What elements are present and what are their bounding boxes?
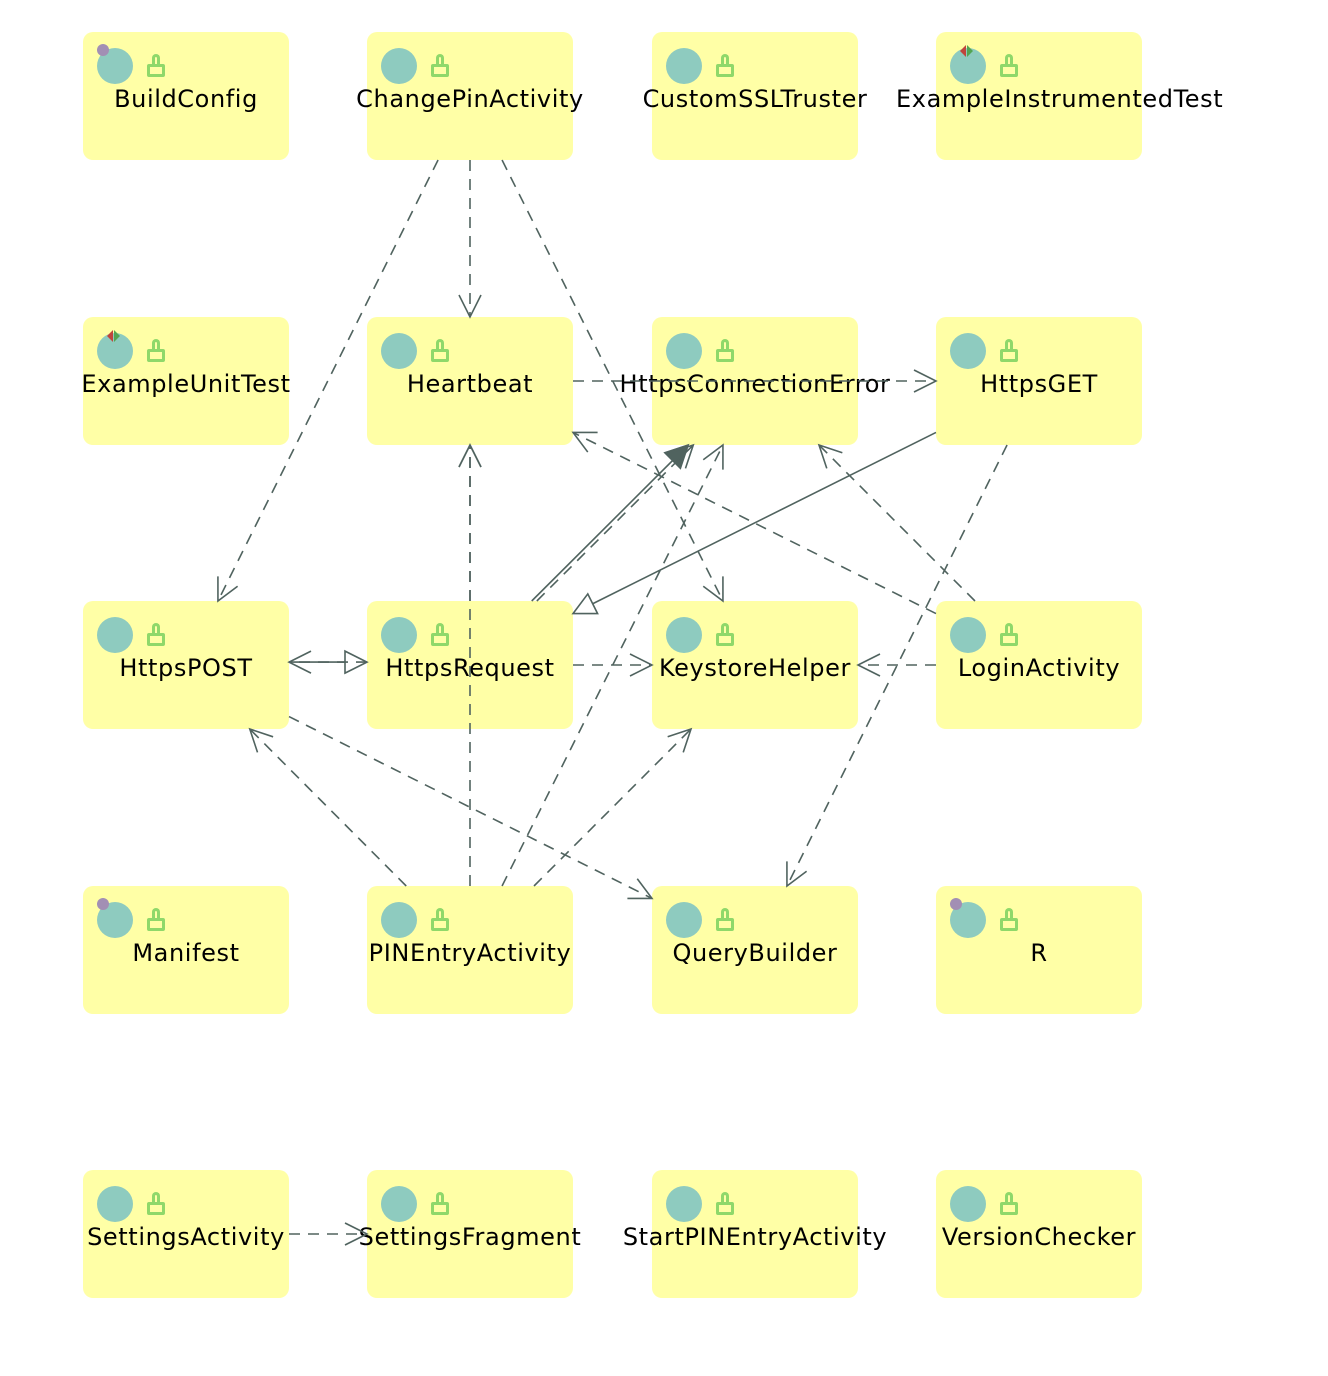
class-node-https-connection-error[interactable]: HttpsConnectionError bbox=[620, 317, 890, 445]
unlocked-padlock-icon bbox=[145, 54, 167, 78]
class-icon bbox=[950, 333, 986, 369]
class-node-example-unit-test[interactable]: ExampleUnitTest bbox=[81, 317, 290, 445]
class-name-label: R bbox=[1030, 939, 1048, 967]
unlocked-padlock-icon bbox=[429, 1192, 451, 1216]
class-node-settings-activity[interactable]: SettingsActivity bbox=[83, 1170, 289, 1298]
class-name-label: PINEntryActivity bbox=[368, 939, 572, 967]
generated-marker-icon bbox=[950, 898, 962, 910]
class-node-https-post[interactable]: HttpsPOST bbox=[83, 601, 289, 729]
class-name-label: HttpsPOST bbox=[119, 654, 253, 682]
unlocked-padlock-icon bbox=[998, 623, 1020, 647]
unlocked-padlock-icon bbox=[145, 908, 167, 932]
class-node-example-instrumented-test[interactable]: ExampleInstrumentedTest bbox=[896, 32, 1223, 160]
class-icon bbox=[97, 1186, 133, 1222]
class-node-r[interactable]: R bbox=[936, 886, 1142, 1014]
enum-icon bbox=[666, 333, 702, 369]
class-name-label: ExampleUnitTest bbox=[81, 370, 291, 398]
class-node-start-pin-entry-activity[interactable]: StartPINEntryActivity bbox=[623, 1170, 887, 1298]
class-icon bbox=[381, 1186, 417, 1222]
class-name-label: ChangePinActivity bbox=[356, 85, 584, 113]
unlocked-padlock-icon bbox=[714, 339, 736, 363]
unlocked-padlock-icon bbox=[429, 623, 451, 647]
class-node-query-builder[interactable]: QueryBuilder bbox=[652, 886, 858, 1014]
class-node-login-activity[interactable]: LoginActivity bbox=[936, 601, 1142, 729]
unlocked-padlock-icon bbox=[998, 339, 1020, 363]
unlocked-padlock-icon bbox=[145, 339, 167, 363]
unlocked-padlock-icon bbox=[998, 54, 1020, 78]
class-node-change-pin-activity[interactable]: ChangePinActivity bbox=[356, 32, 583, 160]
class-name-label: ExampleInstrumentedTest bbox=[896, 85, 1224, 113]
unlocked-padlock-icon bbox=[714, 908, 736, 932]
class-icon bbox=[381, 617, 417, 653]
class-icon bbox=[381, 48, 417, 84]
class-name-label: KeystoreHelper bbox=[659, 654, 851, 682]
test-marker-red-icon bbox=[960, 45, 966, 57]
class-name-label: Heartbeat bbox=[406, 370, 534, 398]
class-icon bbox=[666, 617, 702, 653]
class-node-https-get[interactable]: HttpsGET bbox=[936, 317, 1142, 445]
class-icon bbox=[666, 902, 702, 938]
class-node-https-request[interactable]: HttpsRequest bbox=[367, 601, 573, 729]
unlocked-padlock-icon bbox=[714, 623, 736, 647]
class-icon bbox=[381, 902, 417, 938]
class-icon bbox=[97, 617, 133, 653]
class-name-label: BuildConfig bbox=[114, 85, 258, 113]
class-name-label: CustomSSLTruster bbox=[642, 85, 868, 113]
class-name-label: StartPINEntryActivity bbox=[622, 1223, 888, 1251]
test-marker-green-icon bbox=[967, 45, 973, 57]
test-marker-red-icon bbox=[107, 330, 113, 342]
class-node-settings-fragment[interactable]: SettingsFragment bbox=[359, 1170, 581, 1298]
unlocked-padlock-icon bbox=[429, 54, 451, 78]
class-name-label: VersionChecker bbox=[941, 1223, 1137, 1251]
class-name-label: SettingsActivity bbox=[87, 1223, 285, 1251]
test-marker-green-icon bbox=[114, 330, 120, 342]
class-node-version-checker[interactable]: VersionChecker bbox=[936, 1170, 1142, 1298]
generated-marker-icon bbox=[97, 898, 109, 910]
class-name-label: QueryBuilder bbox=[672, 939, 838, 967]
class-name-label: HttpsConnectionError bbox=[619, 370, 891, 398]
class-name-label: LoginActivity bbox=[957, 654, 1121, 682]
class-node-manifest[interactable]: Manifest bbox=[83, 886, 289, 1014]
class-icon bbox=[666, 1186, 702, 1222]
unlocked-padlock-icon bbox=[998, 1192, 1020, 1216]
class-node-pin-entry-activity[interactable]: PINEntryActivity bbox=[367, 886, 573, 1014]
class-name-label: SettingsFragment bbox=[358, 1223, 582, 1251]
class-name-label: Manifest bbox=[132, 939, 240, 967]
unlocked-padlock-icon bbox=[429, 908, 451, 932]
class-name-label: HttpsGET bbox=[980, 370, 1098, 398]
class-node-keystore-helper[interactable]: KeystoreHelper bbox=[652, 601, 858, 729]
unlocked-padlock-icon bbox=[714, 1192, 736, 1216]
class-name-label: HttpsRequest bbox=[385, 654, 555, 682]
unlocked-padlock-icon bbox=[429, 339, 451, 363]
class-icon bbox=[950, 617, 986, 653]
unlocked-padlock-icon bbox=[145, 1192, 167, 1216]
unlocked-padlock-icon bbox=[145, 623, 167, 647]
generated-marker-icon bbox=[97, 44, 109, 56]
class-node-heartbeat[interactable]: Heartbeat bbox=[367, 317, 573, 445]
class-icon bbox=[666, 48, 702, 84]
unlocked-padlock-icon bbox=[714, 54, 736, 78]
class-node-build-config[interactable]: BuildConfig bbox=[83, 32, 289, 160]
class-node-custom-ssl-truster[interactable]: CustomSSLTruster bbox=[643, 32, 867, 160]
class-icon bbox=[950, 1186, 986, 1222]
class-icon bbox=[381, 333, 417, 369]
unlocked-padlock-icon bbox=[998, 908, 1020, 932]
